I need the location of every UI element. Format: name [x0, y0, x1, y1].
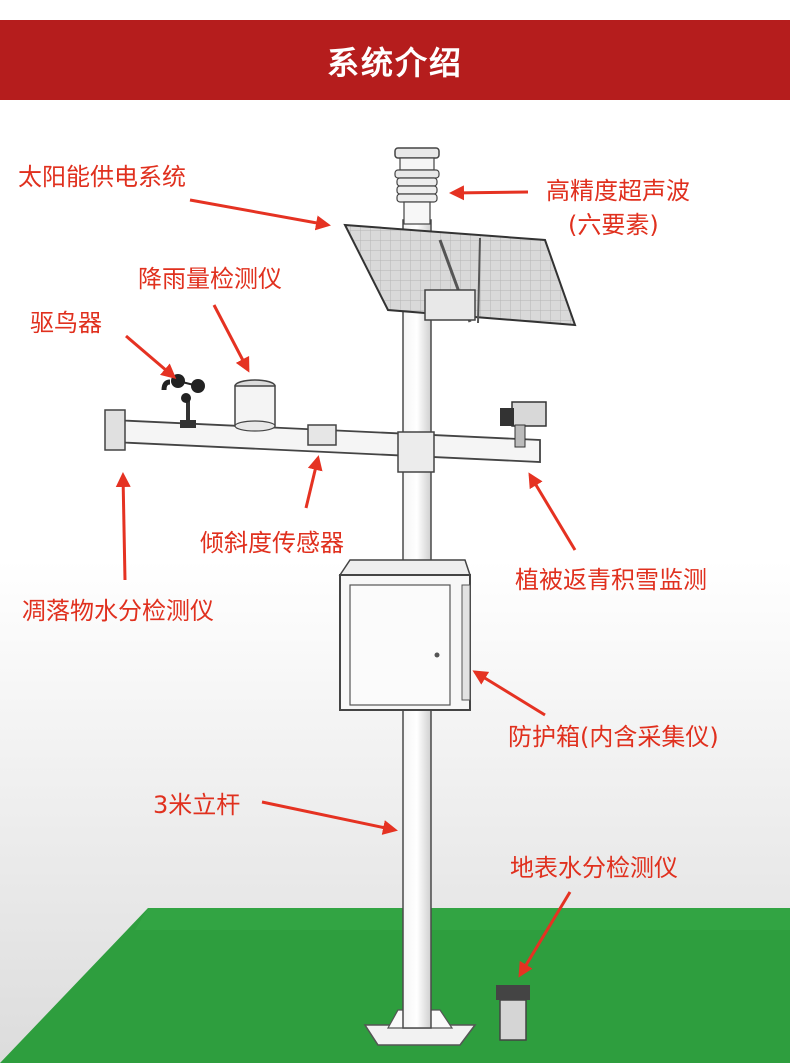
arrow-vegetation [528, 472, 577, 551]
monitoring-camera [500, 401, 547, 448]
rain-gauge [234, 379, 276, 432]
label-tilt-sensor: 倾斜度传感器 [200, 529, 344, 557]
surface-moisture-sensor [496, 985, 530, 1041]
label-ultrasonic-line2: (六要素) [568, 211, 659, 239]
arrow-pole [261, 800, 398, 835]
label-pole: 3米立杆 [153, 791, 241, 819]
bird-repeller [161, 374, 205, 428]
pole-base [363, 1009, 477, 1046]
callout-arrows [115, 185, 577, 978]
arrow-ultrasonic [449, 185, 529, 201]
arrow-rain [212, 304, 250, 373]
page-title: 系统介绍 [326, 44, 463, 82]
label-litter-moisture: 凋落物水分检测仪 [22, 597, 214, 625]
arrow-tilt [304, 455, 323, 509]
arrow-bird [125, 334, 177, 379]
label-vegetation-snow: 植被返青积雪监测 [515, 566, 707, 594]
arrow-litter [115, 472, 131, 581]
arrow-surface [518, 891, 572, 978]
label-bird-repeller: 驱鸟器 [30, 309, 102, 337]
protection-box [338, 559, 472, 711]
label-solar: 太阳能供电系统 [18, 163, 186, 191]
ultrasonic-sensor [394, 147, 440, 225]
header-banner: 系统介绍 [0, 20, 790, 100]
tilt-sensor [307, 424, 337, 446]
ground-plane [0, 908, 790, 1063]
label-ultrasonic-line1: 高精度超声波 [546, 177, 690, 205]
arrow-solar [189, 198, 331, 231]
solar-panel [343, 223, 577, 327]
label-surface-moisture: 地表水分检测仪 [510, 854, 678, 882]
label-rain-gauge: 降雨量检测仪 [138, 265, 282, 293]
label-protection-box: 防护箱(内含采集仪) [508, 723, 719, 751]
arrow-box [472, 670, 546, 717]
